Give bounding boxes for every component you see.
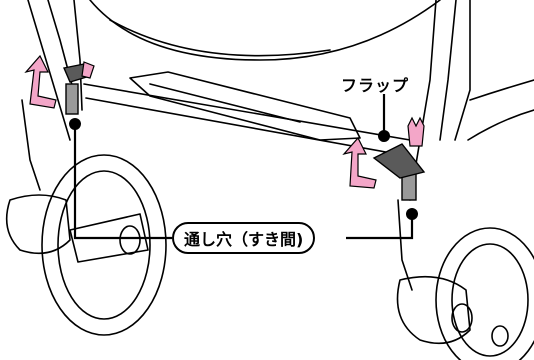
right-wheel-inner [451,243,529,357]
right-strap-buckle [372,116,426,201]
left-frame-tube [27,0,71,141]
right-lower-tube [397,199,413,291]
left-slot-marker [69,118,81,130]
seat-fabric [89,0,441,61]
right-outer-tube [454,0,471,141]
right-axle-cap-2 [491,325,509,347]
slot-leader-right [346,216,414,240]
right-mesh-fabric [469,79,534,101]
seat-fabric-inner [109,19,331,57]
flap-label: フラップ [341,76,410,95]
right-up-arrow-icon [342,136,377,189]
left-wheel-inner [57,170,151,320]
slot-leader-left [73,126,172,240]
flap-marker [378,130,390,142]
left-rear-tube [73,0,83,111]
footrest-panel [129,71,361,141]
right-frame-tube-inner [439,0,457,141]
footrest-groove [149,83,301,123]
left-strap-buckle [63,61,95,115]
left-wheel-hub-frame [5,194,71,255]
left-axle [69,213,149,263]
left-up-arrow-icon [24,54,57,109]
right-mesh-fabric-2 [467,109,534,141]
left-lower-tube [21,99,41,191]
slot-label: 通し穴（すき間) [172,222,316,254]
right-wheel-hub [396,275,471,345]
right-wheel-outer [435,227,534,360]
left-wheel-outer [41,154,167,336]
right-axle-cap [451,303,473,333]
left-axle-cap [119,225,141,255]
right-slot-marker [406,208,418,220]
